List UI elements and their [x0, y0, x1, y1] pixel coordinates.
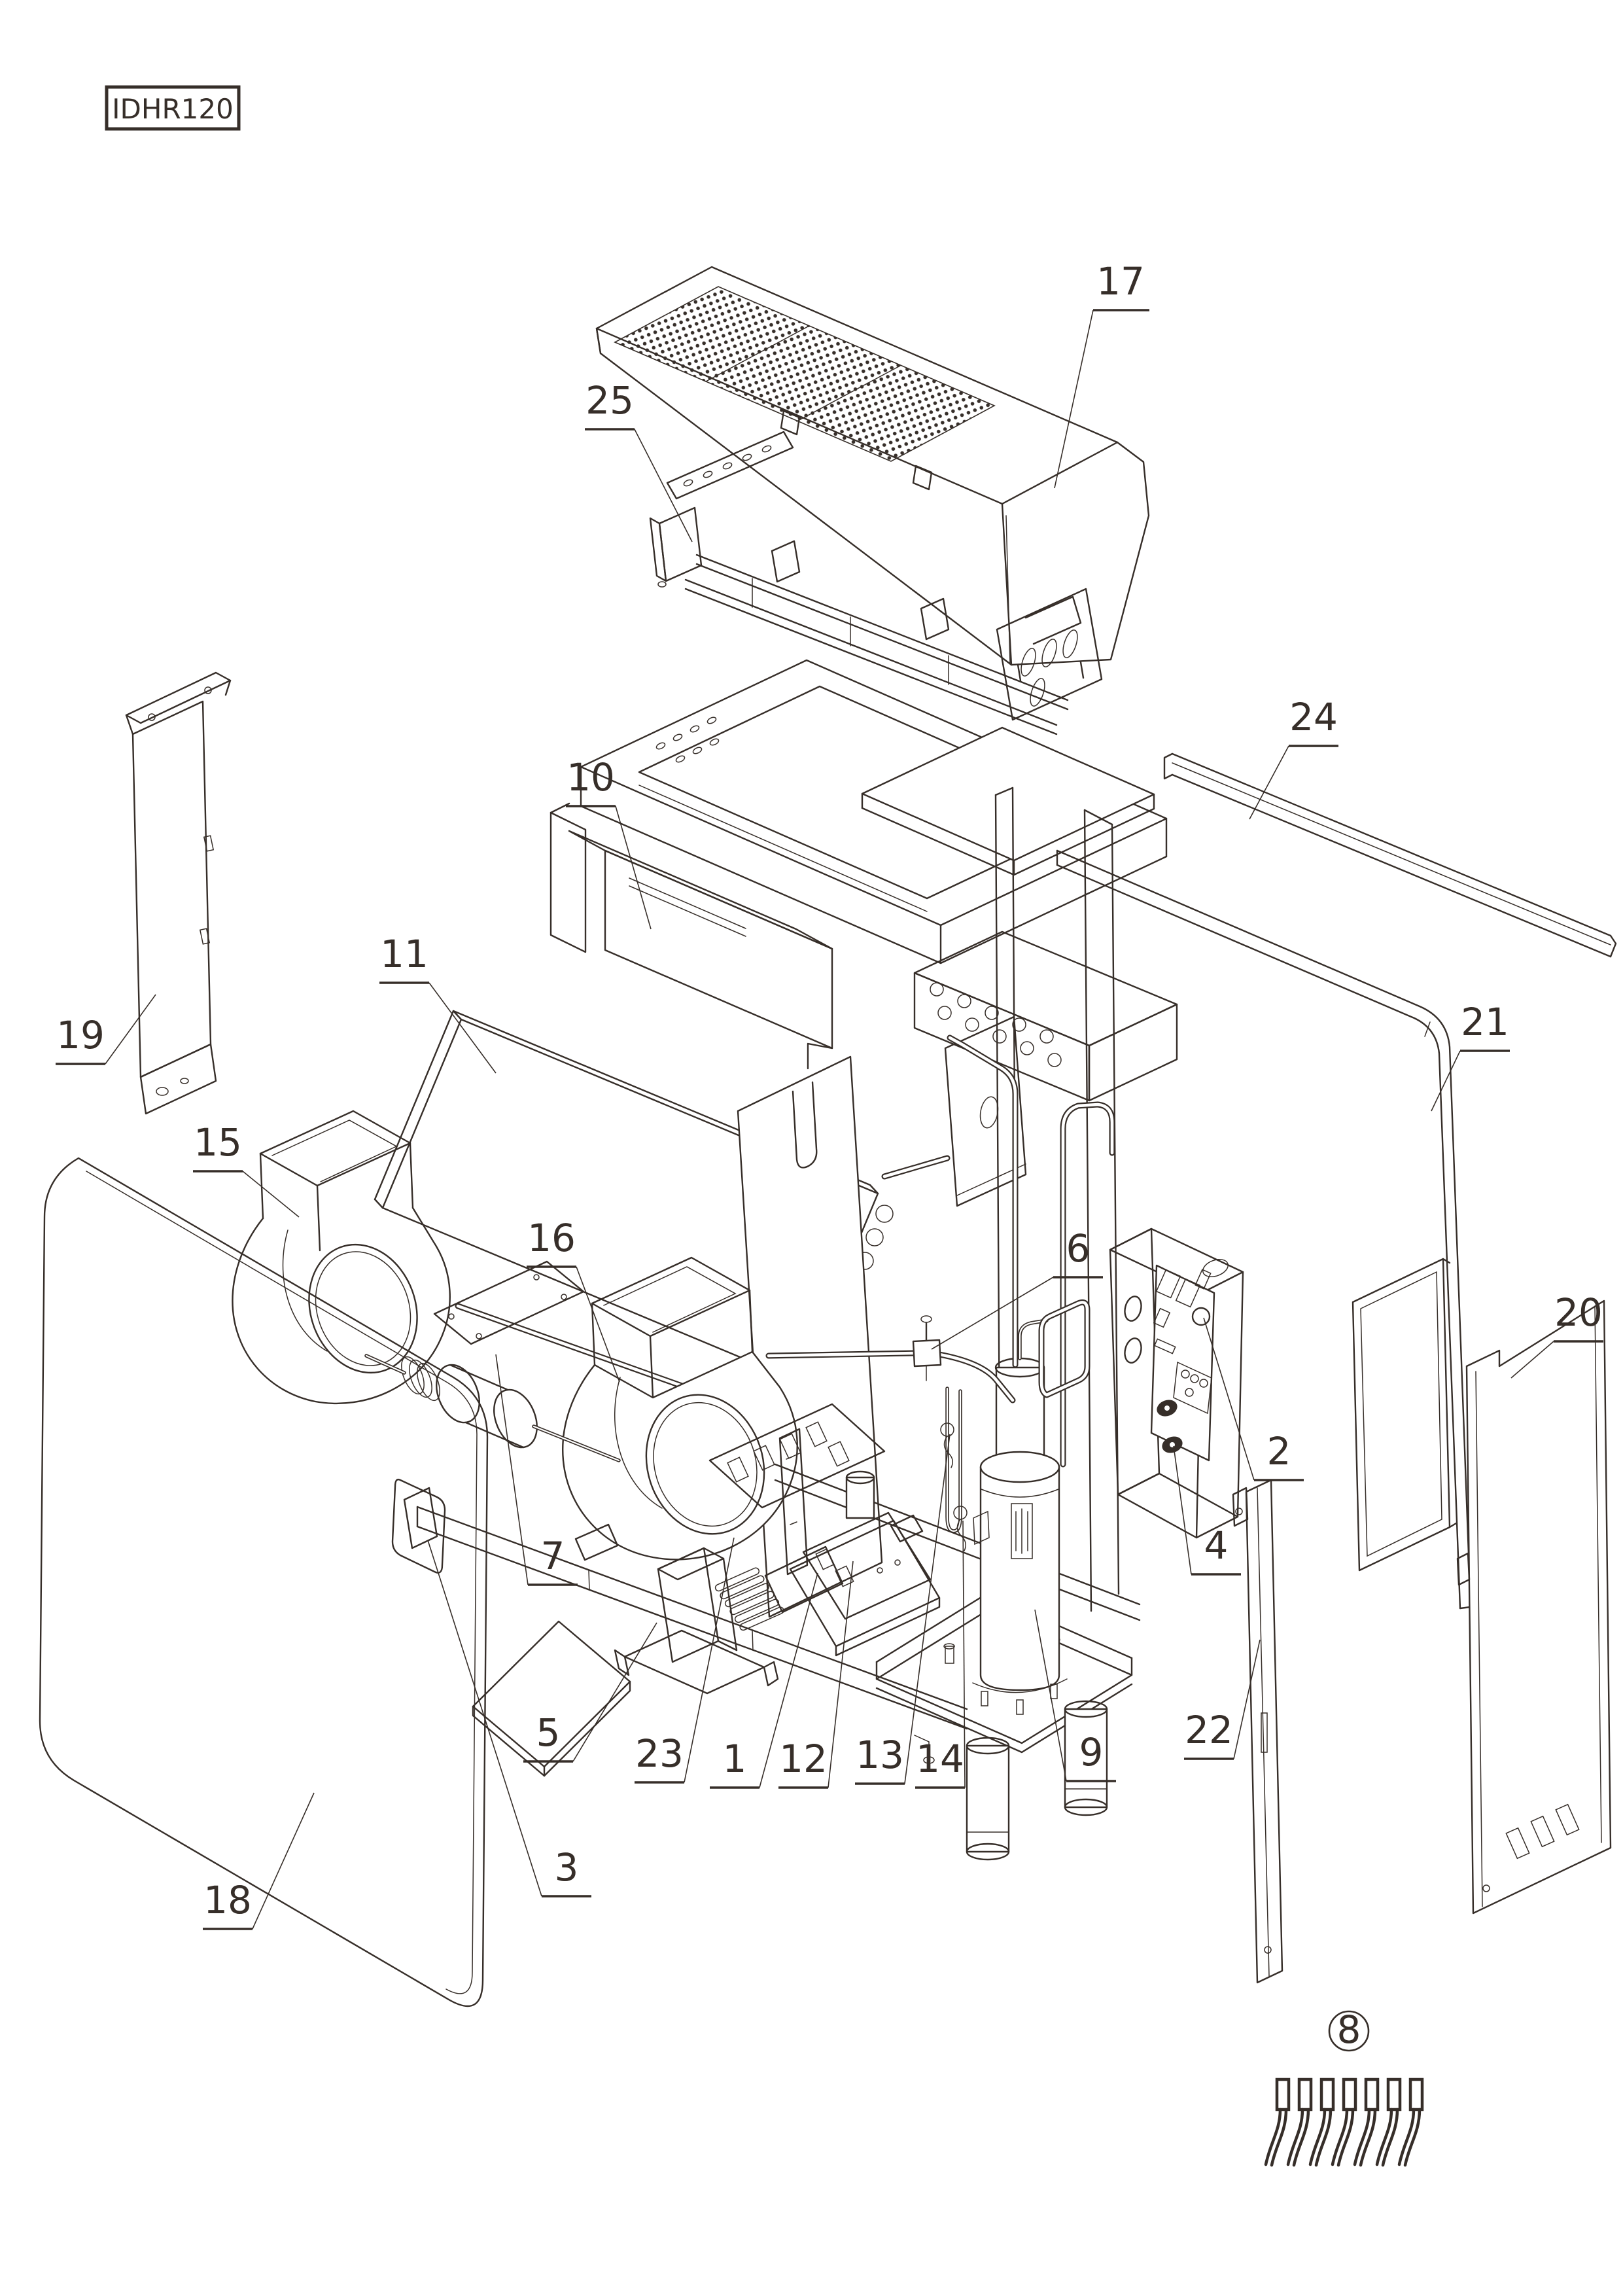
transformer-coil-stack [714, 1567, 784, 1631]
svg-text:1: 1 [723, 1737, 747, 1781]
svg-text:11: 11 [380, 932, 428, 976]
part-19-left-side-panel [125, 671, 232, 1115]
condenser-coil [913, 930, 1178, 1207]
part-20-right-side-panel [1456, 1299, 1612, 1915]
part-25-rail-assembly [649, 431, 1103, 735]
callout-1: 1 [710, 1572, 818, 1789]
callout-18: 18 [203, 1792, 315, 1930]
svg-text:15: 15 [194, 1120, 242, 1165]
svg-text:6: 6 [1066, 1226, 1091, 1271]
callout-14: 14 [915, 1520, 966, 1789]
part-16-right-blower [562, 1256, 798, 1561]
part-8-clip-set [1266, 2079, 1422, 2165]
callout-23: 23 [635, 1537, 735, 1784]
part-4-control-box [1109, 1227, 1244, 1539]
svg-text:23: 23 [635, 1731, 684, 1776]
callout-19: 19 [56, 994, 156, 1065]
svg-text:18: 18 [203, 1878, 252, 1922]
svg-text:3: 3 [555, 1845, 579, 1890]
callout-13: 13 [855, 1434, 951, 1785]
top-frame [580, 659, 1168, 964]
svg-text:16: 16 [527, 1216, 576, 1260]
svg-text:10: 10 [567, 755, 615, 800]
model-label: IDHR120 [112, 93, 234, 125]
callout-12: 12 [778, 1561, 854, 1789]
unit-feet [966, 1700, 1108, 1861]
callout-5: 5 [523, 1622, 657, 1763]
compressor-label [1011, 1503, 1033, 1559]
part-5-transformer [614, 1547, 784, 1695]
part-10-supply-duct [550, 802, 833, 1070]
coil-tube-stub-top [881, 1155, 951, 1180]
svg-text:24: 24 [1289, 695, 1338, 739]
callout-10: 10 [566, 755, 652, 930]
part-12-control-pcb [802, 1470, 932, 1620]
svg-text:8: 8 [1337, 2007, 1361, 2052]
svg-text:14: 14 [916, 1737, 964, 1781]
part-2-box-pcb [1150, 1264, 1215, 1462]
callout-7: 7 [495, 1354, 578, 1586]
drip-tray-plate [472, 1620, 631, 1777]
callout-16: 16 [527, 1216, 620, 1383]
title-block: IDHR120 [105, 85, 241, 131]
callout-2: 2 [1203, 1317, 1304, 1481]
svg-text:22: 22 [1185, 1708, 1233, 1752]
callout-25: 25 [585, 378, 693, 542]
part-15-left-blower [232, 1110, 451, 1405]
base-assembly [403, 1403, 1141, 1861]
svg-text:17: 17 [1096, 259, 1145, 304]
sensor-u-tube [940, 1386, 968, 1551]
drain-fitting [914, 1735, 935, 1764]
callout-9: 9 [1034, 1609, 1116, 1782]
motor-shaft [364, 1354, 621, 1462]
callout-22: 22 [1184, 1639, 1261, 1760]
svg-text:19: 19 [56, 1013, 105, 1057]
inner-right-panel [1352, 1258, 1457, 1572]
part-6-piping [765, 1034, 1115, 1468]
part-13-sensor-clip [940, 1422, 954, 1468]
callout-4: 4 [1173, 1445, 1241, 1576]
callout-3: 3 [427, 1540, 591, 1898]
part-18-front-panel [39, 1157, 489, 2007]
svg-text:5: 5 [536, 1710, 561, 1755]
part-17-top-grille-cover [595, 266, 1150, 682]
part-1-mounting-plate [778, 1428, 941, 1657]
part-9-compressor [972, 1318, 1068, 1715]
svg-text:21: 21 [1461, 1000, 1509, 1044]
callout-17: 17 [1054, 259, 1149, 489]
part-24-trim-strip [1163, 752, 1617, 958]
svg-text:20: 20 [1554, 1290, 1603, 1335]
callouts: 17 25 10 24 11 19 21 15 16 6 2 20 7 4 5 … [56, 259, 1603, 2052]
svg-text:4: 4 [1204, 1523, 1229, 1568]
expansion-valve [912, 1315, 942, 1381]
callout-6: 6 [931, 1226, 1103, 1350]
svg-text:13: 13 [856, 1733, 904, 1777]
part-3-access-cover [391, 1478, 446, 1574]
callout-11: 11 [379, 932, 497, 1074]
svg-text:2: 2 [1267, 1429, 1291, 1474]
svg-text:12: 12 [779, 1737, 828, 1781]
callout-21: 21 [1431, 1000, 1510, 1112]
part-7-fan-motor [364, 1260, 621, 1462]
callout-8-circled: 8 [1328, 2007, 1370, 2052]
part-22-corner-strip [1232, 1479, 1283, 1984]
callout-20: 20 [1510, 1290, 1603, 1379]
slotted-shelf [708, 1403, 886, 1509]
svg-text:7: 7 [541, 1534, 565, 1578]
svg-text:25: 25 [585, 378, 634, 423]
callout-24: 24 [1249, 695, 1338, 820]
svg-text:9: 9 [1079, 1730, 1104, 1775]
part-14-sensor-clip [953, 1506, 968, 1551]
callout-15: 15 [193, 1120, 300, 1218]
